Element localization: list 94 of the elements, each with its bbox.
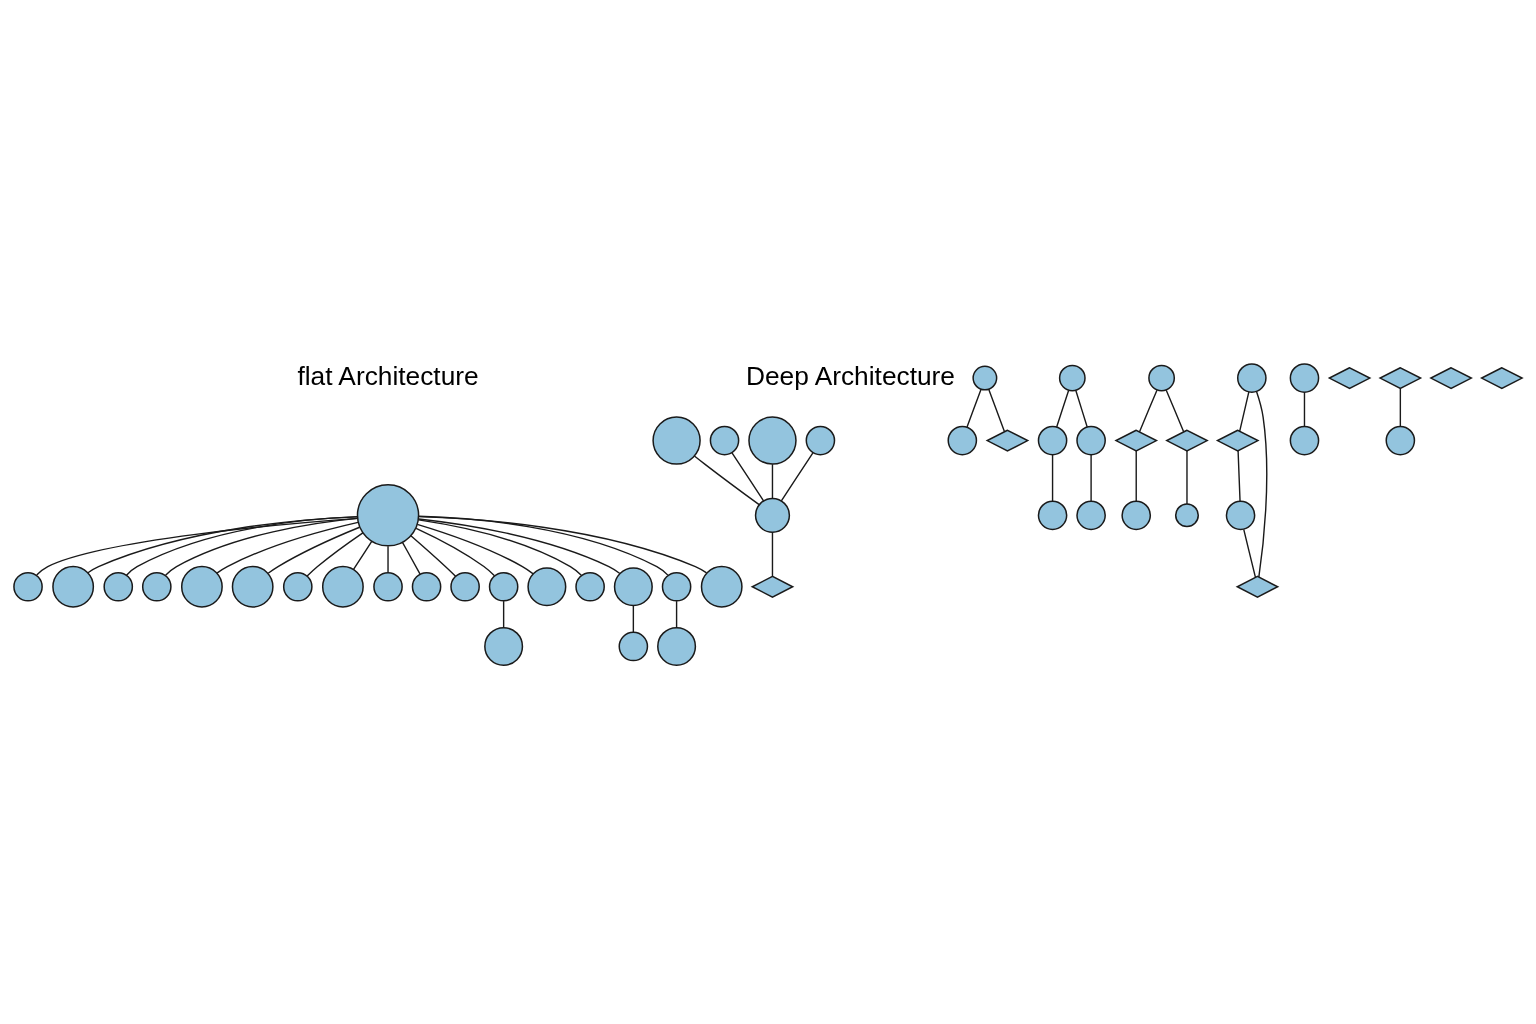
- connector: [401, 541, 421, 575]
- node-circle: [1225, 499, 1256, 530]
- connector: [780, 451, 814, 502]
- node-circle: [1289, 425, 1320, 455]
- connector: [502, 599, 505, 628]
- node-circle: [657, 626, 697, 666]
- connector: [352, 540, 373, 570]
- label: flat Architecture: [297, 360, 479, 391]
- connector: [1051, 453, 1054, 502]
- node-circle: [748, 415, 797, 465]
- node-circle: [1148, 364, 1176, 392]
- node-circle: [618, 631, 649, 661]
- node-circle: [231, 565, 274, 608]
- connector: [1243, 528, 1257, 578]
- node-circle: [1037, 425, 1068, 455]
- connector: [988, 388, 1006, 432]
- node-circle: [450, 571, 480, 602]
- connector: [1165, 388, 1185, 432]
- connector: [966, 388, 982, 428]
- node-circle: [1121, 499, 1152, 530]
- node-circle: [321, 565, 364, 608]
- node-diamond: [750, 575, 795, 598]
- node-circle: [700, 565, 743, 608]
- connector: [632, 604, 635, 633]
- node-circle: [52, 565, 95, 608]
- connector: [771, 463, 774, 499]
- node-circle: [1237, 362, 1267, 393]
- node-diamond: [1378, 366, 1423, 389]
- node-circle: [488, 571, 519, 602]
- connector: [416, 523, 534, 575]
- connector: [1399, 387, 1402, 427]
- node-circle: [1289, 362, 1320, 393]
- connector: [125, 515, 359, 576]
- connector: [675, 599, 678, 628]
- node-circle: [1174, 502, 1199, 527]
- connector: [693, 454, 760, 505]
- connector: [418, 515, 708, 574]
- node-circle: [527, 566, 567, 606]
- connector: [1303, 391, 1306, 427]
- node-circle: [1385, 425, 1416, 455]
- connector: [1055, 389, 1070, 428]
- connector: [1237, 449, 1241, 502]
- connector: [216, 521, 359, 574]
- node-circle: [972, 365, 998, 391]
- node-diamond: [1429, 366, 1473, 389]
- node-circle: [282, 571, 313, 602]
- connector: [36, 517, 359, 576]
- node-diamond: [1327, 366, 1372, 389]
- connector: [418, 515, 669, 576]
- node-diamond: [985, 428, 1030, 452]
- node-circle: [754, 497, 791, 533]
- node-circle: [356, 483, 420, 547]
- node-diamond: [1165, 428, 1209, 452]
- connector: [418, 517, 621, 574]
- node-diamond: [1235, 575, 1280, 598]
- node-circle: [1076, 425, 1106, 455]
- connector: [87, 515, 359, 573]
- connector: [1138, 388, 1158, 432]
- node-circle: [652, 415, 701, 465]
- connector: [771, 531, 774, 577]
- connector: [1255, 390, 1268, 578]
- connector: [1090, 453, 1092, 502]
- connector: [164, 517, 359, 576]
- node-circle: [103, 571, 134, 602]
- node-circle: [411, 571, 442, 602]
- node-circle: [484, 626, 524, 666]
- connector: [387, 544, 389, 573]
- node-circle: [1037, 499, 1068, 530]
- node-diamond: [1480, 366, 1524, 389]
- connector: [306, 531, 364, 577]
- connector: [410, 534, 457, 577]
- node-circle: [575, 571, 605, 602]
- connector: [1075, 389, 1088, 428]
- node-circle: [805, 425, 836, 455]
- node-circle: [947, 425, 978, 455]
- node-circle: [141, 571, 172, 602]
- connector: [731, 451, 765, 502]
- connector: [417, 518, 582, 576]
- connector: [1186, 449, 1188, 505]
- node-circle: [613, 566, 653, 606]
- connector: [267, 526, 361, 574]
- node-circle: [373, 571, 403, 602]
- node-diamond: [1114, 428, 1159, 452]
- node-circle: [180, 565, 223, 608]
- node-circle: [661, 571, 692, 602]
- node-diamond: [1215, 428, 1260, 452]
- node-circle: [13, 571, 43, 602]
- label: Deep Architecture: [745, 360, 955, 391]
- node-circle: [1076, 499, 1106, 530]
- node-circle: [1058, 364, 1086, 392]
- connector: [1135, 449, 1137, 502]
- node-circle: [709, 425, 740, 455]
- connector: [1239, 390, 1250, 432]
- connector: [415, 527, 496, 576]
